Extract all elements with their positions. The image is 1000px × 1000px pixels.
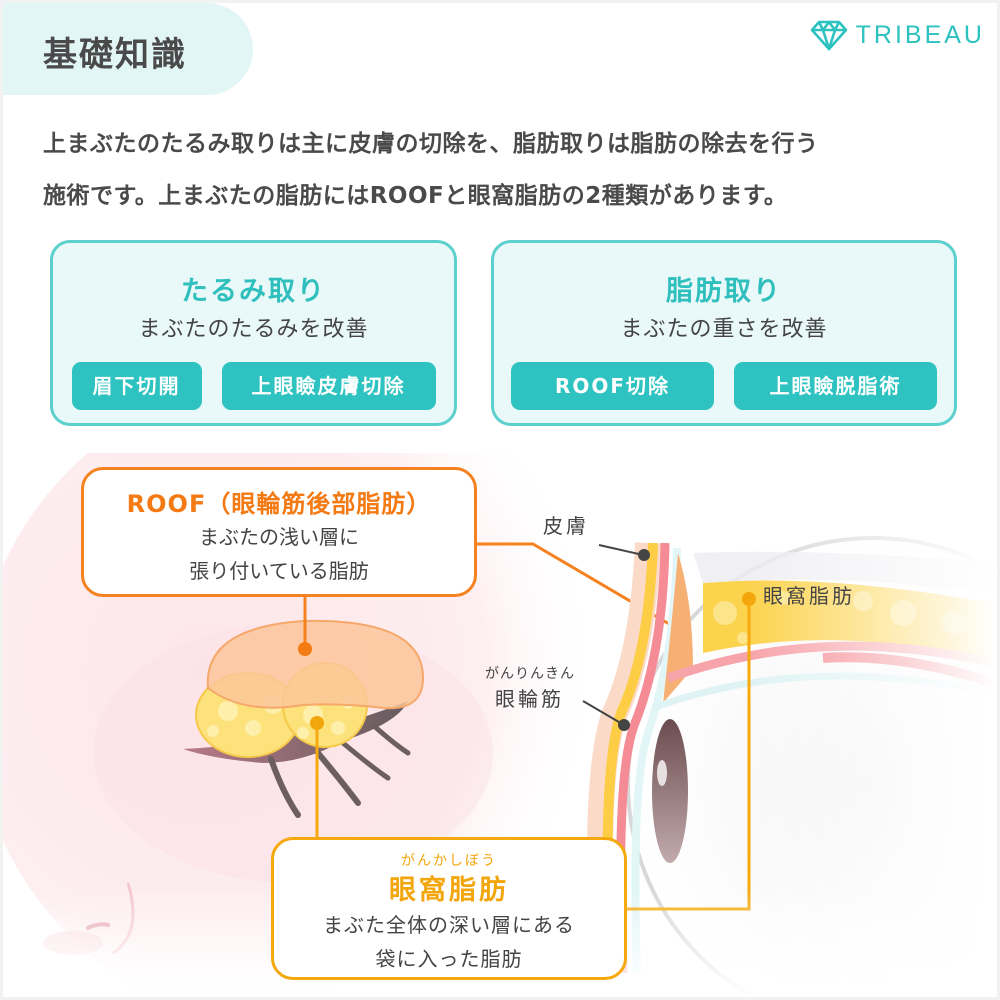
label-orbicularis-muscle: 眼輪筋 xyxy=(495,687,564,711)
orbital-fat-callout-title: 眼窩脂肪 xyxy=(389,875,509,906)
intro-text: 上まぶたのたるみ取りは主に皮膚の切除を、脂肪取りは脂肪の除去を行う 施術です。上… xyxy=(43,118,973,222)
brand-name: TRIBEAU xyxy=(855,20,985,49)
orbital-fat-callout-body-2: 袋に入った脂肪 xyxy=(375,947,523,971)
chip-row: ROOF切除 上眼瞼脱脂術 xyxy=(494,362,954,410)
roof-callout-body-2: 張り付いている脂肪 xyxy=(189,559,369,583)
chip-roof-excision[interactable]: ROOF切除 xyxy=(511,362,714,410)
chip-brow-incision[interactable]: 眉下切開 xyxy=(71,362,202,410)
intro-line-1: 上まぶたのたるみ取りは主に皮膚の切除を、脂肪取りは脂肪の除去を行う xyxy=(43,131,819,157)
card-sagging-removal: たるみ取り まぶたのたるみを改善 眉下切開 上眼瞼皮膚切除 xyxy=(50,240,457,426)
brand-logo[interactable]: TRIBEAU xyxy=(810,19,985,51)
chip-upper-eyelid-fat-removal[interactable]: 上眼瞼脱脂術 xyxy=(734,362,937,410)
roof-callout-body-1: まぶたの浅い層に xyxy=(199,525,359,549)
orbital-fat-callout-body-1: まぶた全体の深い層にある xyxy=(323,913,575,937)
chip-row: 眉下切開 上眼瞼皮膚切除 xyxy=(53,362,454,410)
page-title: 基礎知識 xyxy=(43,35,187,75)
label-skin: 皮膚 xyxy=(543,514,589,538)
intro-line-2: 施術です。上まぶたの脂肪にはROOFと眼窩脂肪の2種類があります。 xyxy=(43,183,788,209)
orbital-fat-ruby: がんかしぼう xyxy=(401,853,497,869)
page: 基礎知識 TRIBEAU 上まぶたのたるみ取りは主に皮膚の切除を、脂肪取りは脂肪… xyxy=(3,3,997,997)
roof-callout: ROOF（眼輪筋後部脂肪） まぶたの浅い層に 張り付いている脂肪 xyxy=(81,467,477,597)
card-subtitle: まぶたの重さを改善 xyxy=(620,317,828,342)
card-title: たるみ取り xyxy=(181,276,326,307)
label-orbital-fat: 眼窩脂肪 xyxy=(763,584,855,608)
diamond-icon xyxy=(810,20,847,51)
eyelid-anatomy-figure: ROOF（眼輪筋後部脂肪） まぶたの浅い層に 張り付いている脂肪 がんかしぼう … xyxy=(3,453,997,997)
orbital-fat-callout: がんかしぼう 眼窩脂肪 まぶた全体の深い層にある 袋に入った脂肪 xyxy=(271,837,627,980)
card-title: 脂肪取り xyxy=(666,276,782,307)
label-muscle-ruby: がんりんきん xyxy=(485,666,575,682)
card-subtitle: まぶたのたるみを改善 xyxy=(138,317,369,342)
card-fat-removal: 脂肪取り まぶたの重さを改善 ROOF切除 上眼瞼脱脂術 xyxy=(491,240,957,426)
title-banner: 基礎知識 xyxy=(3,3,253,95)
chip-upper-eyelid-skin-excision[interactable]: 上眼瞼皮膚切除 xyxy=(221,362,436,410)
roof-callout-title: ROOF（眼輪筋後部脂肪） xyxy=(126,490,432,518)
